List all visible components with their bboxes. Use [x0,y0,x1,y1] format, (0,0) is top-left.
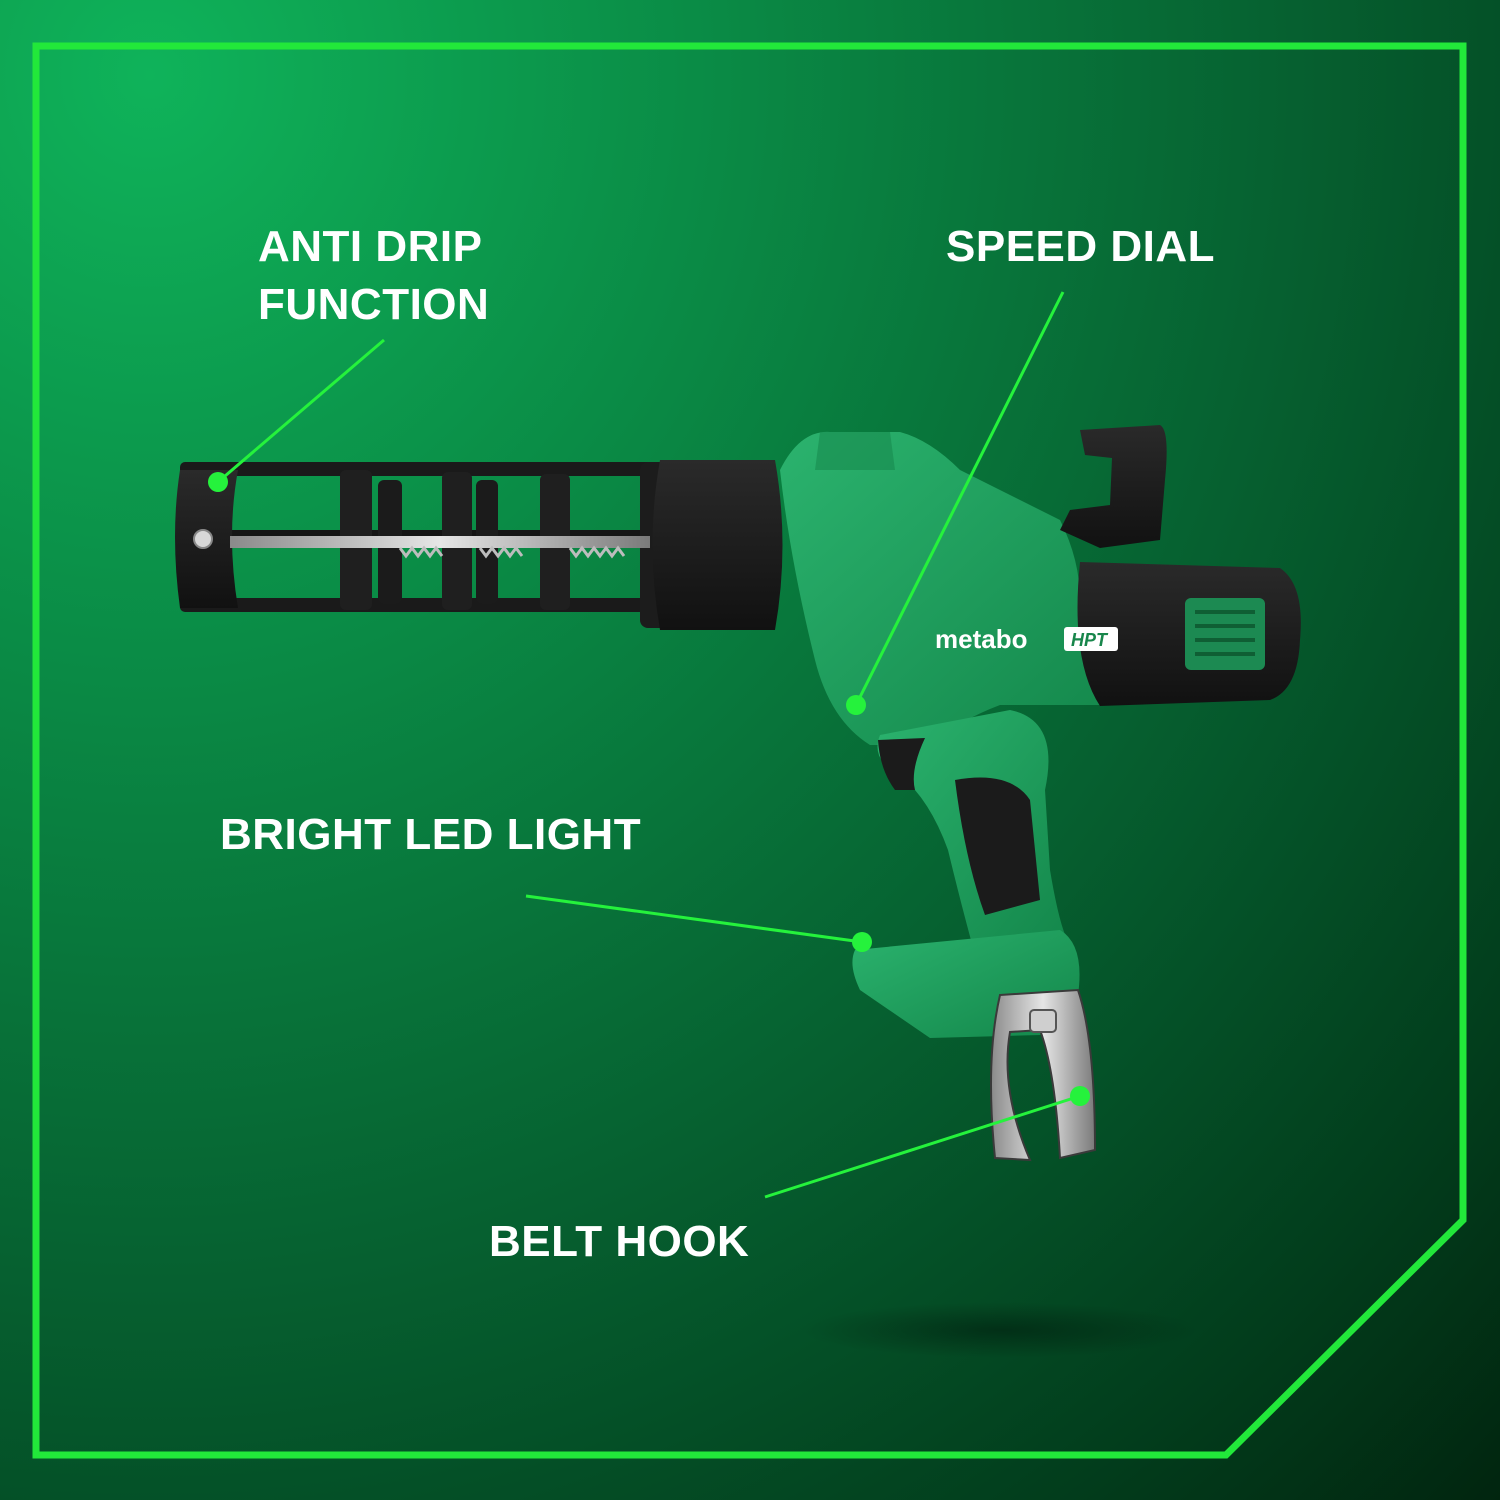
frame-border [32,42,1467,1459]
callout-dot-belt-hook [1070,1086,1090,1106]
callout-dot-speed-dial [846,695,866,715]
callout-line-belt-hook [764,1094,1081,1199]
callout-line-speed-dial [854,291,1065,706]
callout-label-anti-drip-line2: FUNCTION [258,280,490,329]
callout-label-anti-drip: ANTI DRIP FUNCTION [258,218,489,334]
collar [652,460,783,630]
caulking-gun: metabo HPT [175,425,1301,1162]
callout-dot-anti-drip [208,472,228,492]
callout-label-belt-hook: BELT HOOK [489,1217,750,1266]
callout-dots [208,472,1090,1106]
motor-housing [780,431,1124,745]
brand-badge [1064,627,1118,651]
brand-badge-text: HPT [1071,630,1109,650]
cartridge-cage [175,462,678,628]
callout-dot-led [852,932,872,952]
callout-lines [217,291,1081,1199]
trigger [878,738,925,790]
callout-label-anti-drip-line1: ANTI DRIP [258,222,483,271]
callout-line-led [525,894,863,944]
callout-label-speed-dial: SPEED DIAL [946,222,1216,271]
callout-line-anti-drip [217,338,385,484]
belt-hook-part [990,988,1097,1162]
brand-logo: metabo [935,624,1027,654]
rear-hook [1060,425,1167,548]
ground-shadow [800,1302,1200,1358]
callout-label-led-light: BRIGHT LED LIGHT [220,810,642,859]
